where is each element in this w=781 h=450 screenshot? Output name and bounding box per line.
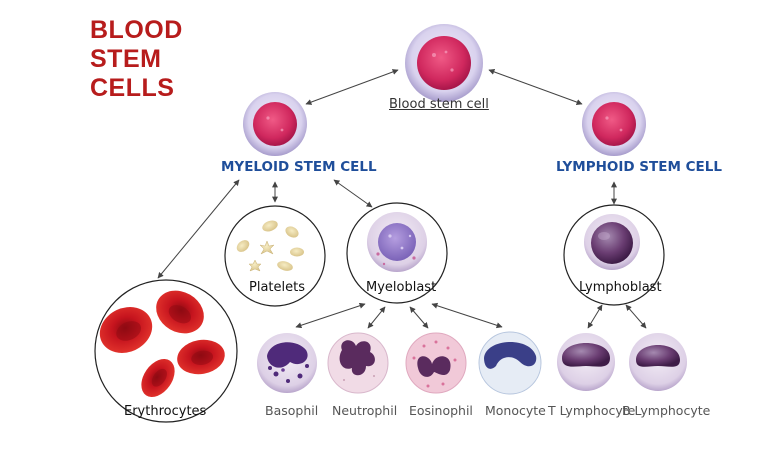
arrow-myeloblast-to-monocyte (431, 302, 503, 329)
blood-stem-cell (405, 24, 483, 102)
label-lymphoblast: Lymphoblast (579, 280, 662, 295)
myeloblast-cell (346, 202, 448, 304)
arrow-lymphoblast-to-t-lymphocyte (587, 304, 603, 329)
arrow-stem-to-myeloid (305, 69, 399, 105)
eosinophil-cell (405, 332, 467, 394)
label-lymphoid-stem-cell: LYMPHOID STEM CELL (556, 159, 722, 175)
label-myeloid-stem-cell: MYELOID STEM CELL (221, 159, 377, 175)
arrow-myeloblast-to-neutrophil (367, 306, 386, 329)
label-myeloblast: Myeloblast (366, 280, 437, 295)
label-erythrocytes: Erythrocytes (124, 404, 207, 419)
myeloid-stem-cell (243, 92, 307, 156)
arrow-myeloid-to-erythrocytes (157, 179, 240, 279)
neutrophil-cell (327, 332, 389, 394)
label-neutrophil: Neutrophil (332, 403, 398, 418)
label-blood-stem-cell: Blood stem cell (389, 97, 489, 112)
label-platelets: Platelets (249, 280, 305, 295)
arrow-myeloid-to-myeloblast (333, 179, 373, 208)
platelets-cell (224, 205, 326, 307)
label-t-lymphocyte: T Lymphocyte (548, 403, 636, 418)
erythrocytes-cell (94, 279, 238, 423)
label-basophil: Basophil (265, 403, 319, 418)
title-line-1: BLOOD (90, 16, 183, 44)
label-monocyte: Monocyte (485, 403, 546, 418)
arrow-lymphoblast-to-b-lymphocyte (625, 304, 647, 329)
arrow-myeloblast-to-eosinophil (409, 306, 429, 329)
label-eosinophil: Eosinophil (409, 403, 473, 418)
monocyte-cell (478, 331, 542, 395)
label-b-lymphocyte: B Lymphocyte (622, 403, 711, 418)
b-lymphocyte-cell (629, 333, 687, 391)
arrow-stem-to-lymphoid (488, 69, 583, 105)
title-line-3: CELLS (90, 74, 175, 102)
lymphoblast-cell (563, 204, 665, 306)
basophil-cell (257, 333, 317, 393)
title-line-2: STEM (90, 45, 162, 73)
arrow-myeloblast-to-basophil (295, 302, 366, 329)
lymphoid-stem-cell (582, 92, 646, 156)
t-lymphocyte-cell (557, 333, 615, 391)
